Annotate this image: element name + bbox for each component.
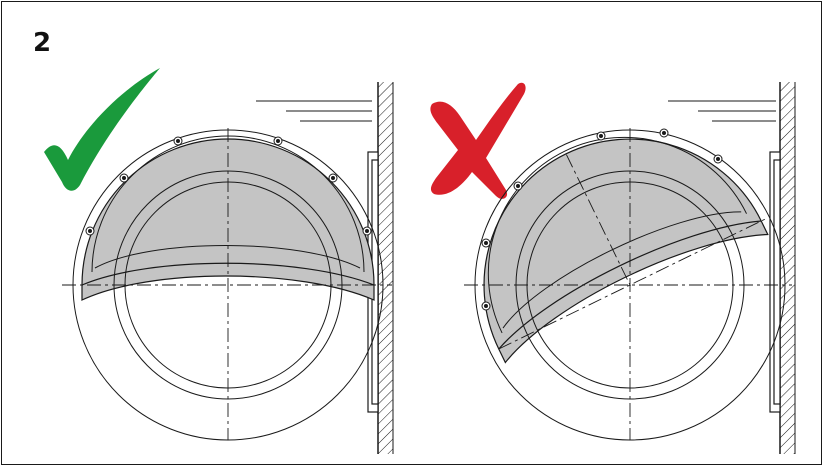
wall-indicator-lines-right xyxy=(668,100,776,122)
panel-incorrect xyxy=(430,82,796,454)
wall-right xyxy=(779,82,796,454)
step-number: 2 xyxy=(33,28,52,58)
screws-right xyxy=(481,128,723,311)
mounting-bracket-right xyxy=(769,151,781,413)
center-lines-right xyxy=(464,128,792,440)
wall-indicator-lines xyxy=(256,100,372,122)
center-lines-left xyxy=(62,128,392,440)
check-mark-icon xyxy=(44,68,160,191)
cross-mark-icon xyxy=(430,82,526,199)
sunshield-correct xyxy=(81,138,375,301)
screws-left xyxy=(85,136,372,236)
wall-left xyxy=(377,82,394,454)
panel-correct xyxy=(44,68,394,454)
